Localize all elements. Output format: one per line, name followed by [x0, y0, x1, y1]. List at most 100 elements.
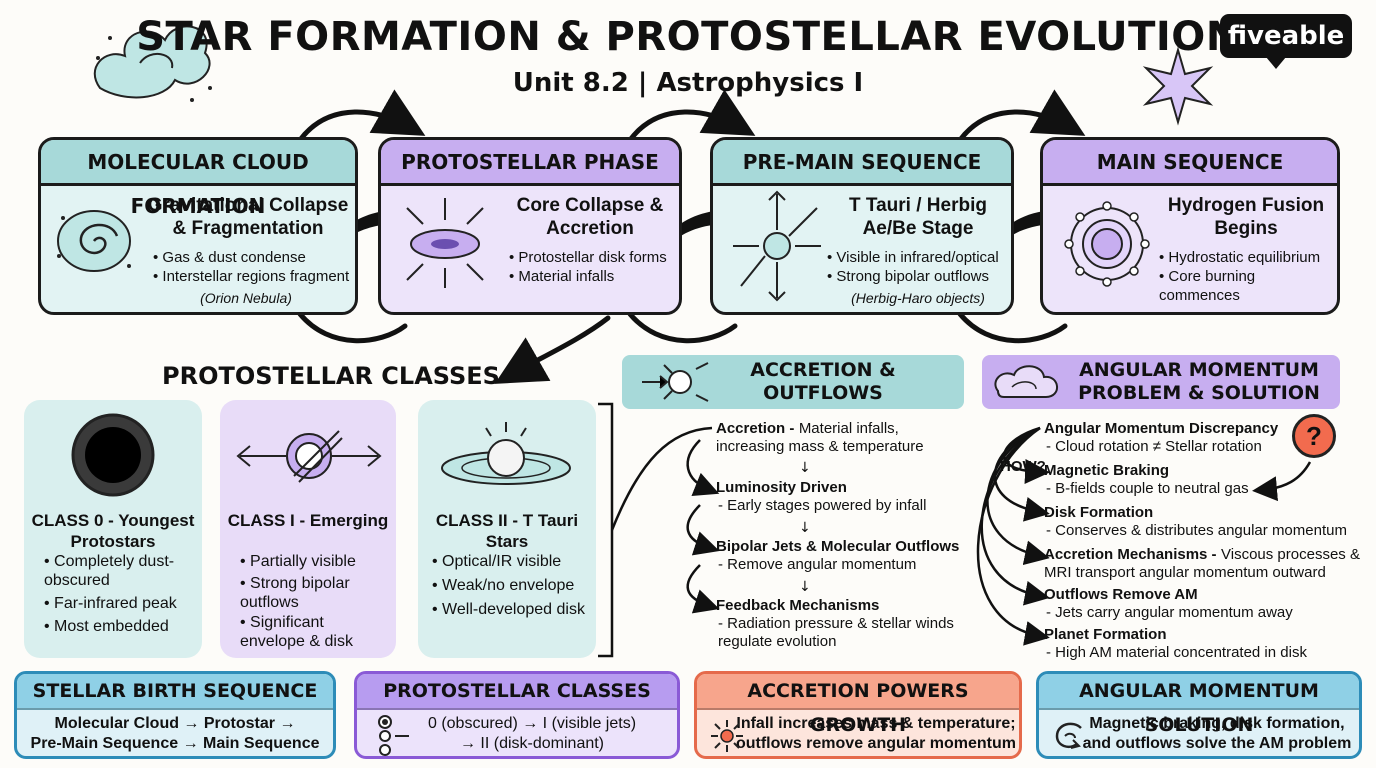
rotation-arrows-icon — [1055, 722, 1082, 749]
accretion-item: Accretion - Material infalls, increasing… — [716, 420, 966, 456]
accretion-item-desc: Material infalls, increasing mass & temp… — [716, 420, 924, 455]
stage-bullet: • Hydrostatic equilibrium — [1159, 249, 1321, 266]
stage-note: (Orion Nebula) — [200, 290, 292, 306]
summary-line: and outflows solve the AM problem — [1082, 735, 1352, 752]
accretion-disk-icon — [406, 198, 484, 288]
angular-item-title: Disk Formation — [1044, 504, 1154, 521]
summary-line: outflows remove angular momentum — [735, 735, 1017, 752]
angular-heading: ANGULAR MOMENTUM PROBLEM & SOLUTION — [1078, 359, 1320, 404]
summary-title: STELLAR BIRTH SEQUENCE — [17, 674, 333, 710]
angular-item-desc: - B-fields couple to neutral gas — [1046, 480, 1249, 497]
stage-bullet: • Protostellar disk forms — [509, 249, 667, 266]
summary-line: 0 (obscured) → I (visible jets) — [427, 715, 637, 732]
spiral-cloud-icon — [57, 210, 131, 272]
stage-main-text: Hydrogen Fusion Begins — [1167, 195, 1325, 239]
class-bullet: • Far-infrared peak — [44, 595, 177, 612]
stage-bullet: • Material infalls — [509, 268, 615, 285]
classes-heading: PROTOSTELLAR CLASSES — [162, 362, 500, 390]
angular-item-title: Angular Momentum Discrepancy — [1044, 420, 1279, 437]
angular-item-desc: - Cloud rotation ≠ Stellar rotation — [1046, 438, 1262, 455]
class-title: CLASS I - Emerging — [227, 511, 389, 530]
infall-burst-icon — [711, 720, 743, 752]
accretion-item-desc: - Early stages powered by infall — [718, 497, 927, 514]
page-title: STAR FORMATION & PROTOSTELLAR EVOLUTION — [136, 14, 1240, 60]
stage-main-text: Gravitational Collapse & Fragmentation — [147, 195, 349, 239]
angular-item-desc: - Conserves & distributes angular moment… — [1046, 522, 1347, 539]
accretion-item-title: Luminosity Driven — [716, 479, 847, 496]
angular-item-title: Planet Formation — [1044, 626, 1167, 643]
accretion-item-title: Feedback Mechanisms — [716, 597, 880, 614]
angular-item: Accretion Mechanisms - Viscous processes… — [1044, 546, 1364, 582]
infall-icon — [642, 362, 709, 402]
svg-text:↓: ↓ — [799, 579, 811, 595]
accretion-heading-pill: ACCRETION & OUTFLOWS — [622, 355, 964, 409]
stage-title: MAIN SEQUENCE — [1043, 140, 1337, 186]
summary-title: ANGULAR MOMENTUM SOLUTION — [1039, 674, 1359, 736]
angular-item-desc: - Jets carry angular momentum away — [1046, 604, 1293, 621]
angular-item-desc: Viscous processes & MRI transport angula… — [1044, 546, 1360, 581]
summary-accretion-growth: ACCRETION POWERS GROWTH Infall increases… — [694, 671, 1022, 759]
angular-heading-pill: ANGULAR MOMENTUM PROBLEM & SOLUTION — [982, 355, 1340, 409]
question-icon: ? — [1292, 414, 1336, 458]
class-title: CLASS 0 - Youngest Protostars — [31, 511, 195, 551]
class-bullet: • Weak/no envelope — [432, 577, 575, 594]
class-bullet: • Strong bipolar outflows — [240, 575, 350, 611]
fiveable-logo: fiveable — [1220, 14, 1352, 69]
angular-item-desc: - High AM material concentrated in disk — [1046, 644, 1307, 661]
nebula-cloud-icon — [93, 25, 212, 102]
class-bullet: • Completely dust-obscured — [44, 553, 175, 589]
summary-line: Molecular Cloud → Protostar → — [54, 715, 296, 732]
stage-main-text: T Tauri / Herbig Ae/Be Stage — [849, 195, 987, 239]
black-core-icon — [71, 413, 155, 497]
summary-line: Magnetic braking, disk formation, — [1089, 715, 1345, 732]
angular-item-title: Magnetic Braking — [1044, 462, 1170, 479]
page-subtitle: Unit 8.2 | Astrophysics I — [512, 68, 864, 98]
summary-angular-solution: ANGULAR MOMENTUM SOLUTION Magnetic braki… — [1036, 671, 1362, 759]
summary-line: → II (disk-dominant) — [459, 735, 605, 752]
stage-molecular-cloud: MOLECULAR CLOUD FORMATION Gravitational … — [38, 137, 358, 315]
svg-text:↓: ↓ — [799, 460, 811, 476]
stage-bullet: • Visible in infrared/optical — [827, 249, 999, 266]
class-2-card: CLASS II - T Tauri Stars • Optical/IR vi… — [418, 400, 596, 658]
angular-item-title: Outflows Remove AM — [1044, 586, 1198, 603]
stage-bullet: • Interstellar regions fragment — [153, 268, 350, 285]
accretion-item-desc: - Remove angular momentum — [718, 556, 917, 573]
class-title: CLASS II - T Tauri Stars — [435, 511, 579, 551]
stage-title: PROTOSTELLAR PHASE — [381, 140, 679, 186]
stage-pre-main-sequence: PRE-MAIN SEQUENCE T Tauri / Herbig Ae/Be… — [710, 137, 1014, 315]
class-dots-icon — [378, 715, 409, 756]
stage-title: PRE-MAIN SEQUENCE — [713, 140, 1011, 186]
angular-item-title: Accretion Mechanisms - — [1044, 546, 1217, 563]
fusion-star-icon — [1064, 201, 1150, 287]
class-bullet: • Most embedded — [44, 618, 169, 635]
stage-main-text: Core Collapse & Accretion — [516, 195, 664, 239]
stage-bullet: • Gas & dust condense — [153, 249, 306, 266]
stage-protostellar: PROTOSTELLAR PHASE Core Collapse & Accre… — [378, 137, 682, 315]
summary-protostellar-classes: PROTOSTELLAR CLASSES 0 (obscured) → I (v… — [354, 671, 680, 759]
accretion-heading: ACCRETION & OUTFLOWS — [750, 359, 896, 404]
bipolar-jet-icon — [236, 430, 382, 483]
radiating-star-icon — [733, 190, 821, 302]
stage-main-sequence: MAIN SEQUENCE Hydrogen Fusion Begins • H… — [1040, 137, 1340, 315]
accretion-item-title: Bipolar Jets & Molecular Outflows — [716, 538, 960, 555]
svg-text:↓: ↓ — [799, 520, 811, 536]
class-bullet: • Optical/IR visible — [432, 553, 562, 570]
summary-title: PROTOSTELLAR CLASSES — [357, 674, 677, 710]
accretion-item-title: Accretion - — [716, 420, 795, 437]
stage-bullet: • Core burning commences — [1159, 268, 1256, 304]
accretion-item-desc: - Radiation pressure & stellar winds reg… — [718, 615, 954, 650]
summary-birth-sequence: STELLAR BIRTH SEQUENCE Molecular Cloud →… — [14, 671, 336, 759]
class-1-card: CLASS I - Emerging • Partially visible •… — [220, 400, 396, 658]
how-label: HOW? — [1000, 458, 1046, 475]
stage-note: (Herbig-Haro objects) — [851, 290, 985, 306]
class-bullet: • Well-developed disk — [432, 601, 585, 618]
stage-bullet: • Strong bipolar outflows — [827, 268, 990, 285]
summary-line: Pre-Main Sequence → Main Sequence — [30, 735, 320, 752]
class-bullet: • Partially visible — [240, 553, 356, 570]
class-bullet: • Significant envelope & disk — [240, 614, 353, 650]
summary-title: ACCRETION POWERS GROWTH — [697, 674, 1019, 736]
stage-title: MOLECULAR CLOUD FORMATION — [41, 140, 355, 218]
sparkle-star-icon — [1142, 46, 1214, 126]
summary-line: Infall increases mass & temperature; — [736, 715, 1016, 732]
disk-star-icon — [441, 422, 571, 485]
